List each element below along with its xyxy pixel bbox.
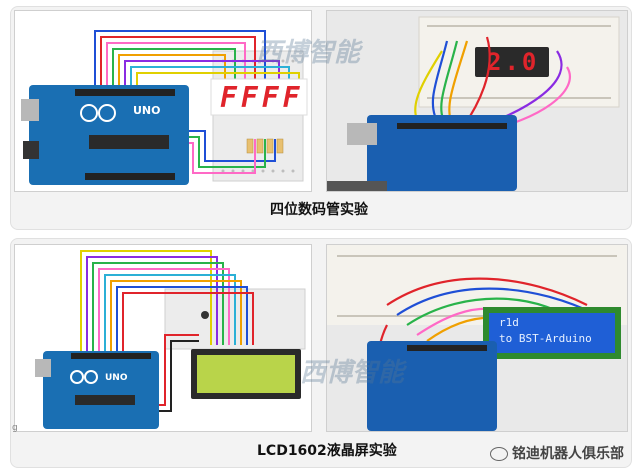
lcd-photo-image: r1d to BST-Arduino [326,244,628,432]
watermark-bottom: 西博智能 [300,358,405,388]
lcd-schematic-image: UNO [14,244,312,432]
bottom-caption: LCD1602液晶屏实验 [257,443,397,459]
uno-board-label: UNO [133,104,161,117]
watermark-top: 西博智能 [256,38,361,68]
seven-segment-schematic-drawing [21,30,308,185]
lcd-photo-drawing [327,245,627,431]
top-caption: 四位数码管实验 [270,202,368,218]
seven-segment-photo-drawing [327,16,620,191]
small-mark-text: g [12,423,18,433]
brand-text: 铭迪机器人俱乐部 [512,446,624,462]
lcd-schematic-drawing [35,250,306,429]
brand-label: 铭迪机器人俱乐部 [490,443,624,463]
seven-segment-schematic-image: FFFF UNO [14,10,312,192]
uno-board-label-lcd: UNO [105,373,128,383]
lcd-line1-text: r1d [499,316,519,329]
seven-segment-photo-image: 2.0 [326,10,628,192]
led-photo-digits-text: 2.0 [487,48,540,76]
wechat-icon [490,447,508,461]
led-digits-text: FFFF [220,81,304,114]
lcd-line2-text: to BST-Arduino [499,332,592,345]
